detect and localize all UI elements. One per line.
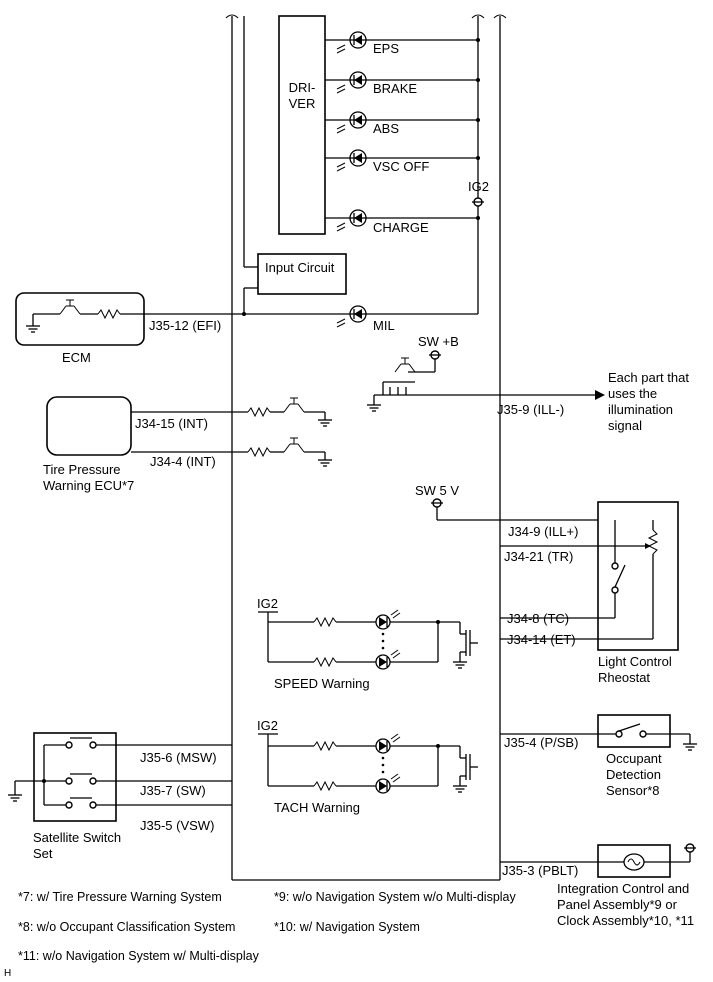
ill-dest-line3: illumination: [608, 402, 673, 417]
rheostat-pin-tc: J34-8 (TC): [507, 611, 569, 626]
driver-label-line1: DRI-: [289, 80, 316, 95]
ill-dest-line2: uses the: [608, 386, 657, 401]
satellite-label-line1: Satellite Switch: [33, 830, 121, 845]
speed-warning-label: SPEED Warning: [274, 676, 370, 691]
light-control-rheostat: SW 5 V J34-9 (ILL+) J34-21 (TR) J34-8 (T…: [415, 483, 679, 685]
integration-control-panel: J35-3 (PBLT) Integration Control and Pan…: [500, 843, 697, 928]
integration-pin-pblt: J35-3 (PBLT): [502, 863, 578, 878]
satellite-label-line2: Set: [33, 846, 53, 861]
ill-dest-line4: signal: [608, 418, 642, 433]
abs-lamp-label: ABS: [373, 121, 399, 136]
footnote-10: *10: w/ Navigation System: [274, 920, 420, 934]
eps-lamp-label: EPS: [373, 41, 399, 56]
occupant-label-line3: Sensor*8: [606, 783, 659, 798]
rheostat-pin-et: J34-14 (ET): [507, 632, 576, 647]
tpms-label-line2: Warning ECU*7: [43, 478, 134, 493]
integration-label-line1: Integration Control and: [557, 881, 689, 896]
occupant-detection-sensor: J35-4 (P/SB) Occupant Detection Sensor*8: [500, 714, 698, 798]
satellite-pin-msw: J35-6 (MSW): [140, 750, 217, 765]
speed-warning-circuit: IG2 SPEED Warning: [257, 596, 478, 691]
occupant-label-line1: Occupant: [606, 751, 662, 766]
integration-label-line2: Panel Assembly*9 or: [557, 897, 678, 912]
tpms-label-line1: Tire Pressure: [43, 462, 121, 477]
ig2-speed-label: IG2: [257, 596, 278, 611]
footnote-8: *8: w/o Occupant Classification System: [18, 920, 235, 934]
tpms-pin-int-2: J34-4 (INT): [150, 454, 216, 469]
rheostat-label-line1: Light Control: [598, 654, 672, 669]
footnote-7: *7: w/ Tire Pressure Warning System: [18, 890, 222, 904]
ecm-pin-efi: J35-12 (EFI): [149, 318, 221, 333]
ecm: ECM J35-12 (EFI) MIL: [15, 292, 478, 365]
vsc-off-lamp-label: VSC OFF: [373, 159, 429, 174]
mil-lamp-label: MIL: [373, 318, 395, 333]
combination-meter: [225, 14, 507, 881]
sw-b-label: SW +B: [418, 334, 459, 349]
ill-dest-line1: Each part that: [608, 370, 689, 385]
footnote-11: *11: w/o Navigation System w/ Multi-disp…: [18, 949, 260, 963]
driver-ic: DRI- VER: [243, 15, 326, 268]
integration-label-line3: Clock Assembly*10, *11: [557, 913, 694, 928]
tpms-pin-int-1: J34-15 (INT): [135, 416, 208, 431]
warning-lamps: EPS BRAKE ABS VSC OFF CHARGE IG2: [325, 14, 489, 314]
rheostat-pin-tr: J34-21 (TR): [504, 549, 573, 564]
occupant-label-line2: Detection: [606, 767, 661, 782]
satellite-pin-sw: J35-7 (SW): [140, 783, 206, 798]
corner-mark: H: [4, 968, 11, 979]
tire-pressure-ecu: J34-15 (INT) J34-4 (INT) Tire Pressure W…: [43, 396, 333, 493]
footnote-9: *9: w/o Navigation System w/o Multi-disp…: [274, 890, 517, 904]
rheostat-pin-ill-plus: J34-9 (ILL+): [508, 524, 578, 539]
illumination-output: SW +B J35-9 (ILL-) Each part that uses t…: [366, 334, 689, 433]
tach-warning-circuit: IG2 TACH Warning: [257, 718, 478, 815]
input-circuit-label: Input Circuit: [265, 260, 335, 275]
sw-5v-label: SW 5 V: [415, 483, 459, 498]
ig2-top-label: IG2: [468, 179, 489, 194]
input-circuit: Input Circuit: [243, 253, 347, 314]
brake-lamp-label: BRAKE: [373, 81, 417, 96]
satellite-pin-vsw: J35-5 (VSW): [140, 818, 214, 833]
ig2-tach-label: IG2: [257, 718, 278, 733]
rheostat-label-line2: Rheostat: [598, 670, 650, 685]
ill-minus-pin: J35-9 (ILL-): [497, 402, 564, 417]
charge-lamp-label: CHARGE: [373, 220, 429, 235]
satellite-switch-set: J35-6 (MSW) J35-7 (SW) J35-5 (VSW) Satel…: [7, 732, 232, 861]
occupant-pin-psb: J35-4 (P/SB): [504, 735, 578, 750]
tach-warning-label: TACH Warning: [274, 800, 360, 815]
ecm-label: ECM: [62, 350, 91, 365]
driver-label-line2: VER: [289, 96, 316, 111]
footnotes: *7: w/ Tire Pressure Warning System *9: …: [4, 890, 517, 979]
